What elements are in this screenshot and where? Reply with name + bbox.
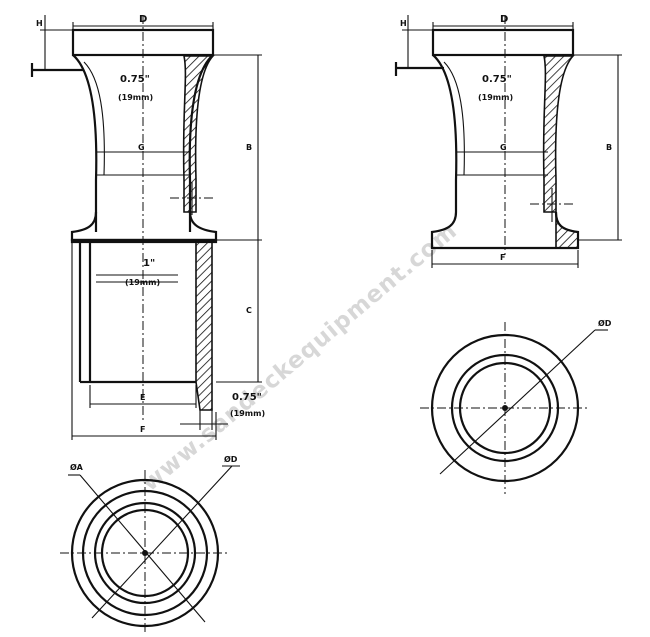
label-dia-D-right: ØD — [598, 318, 612, 328]
label-B-right: B — [606, 143, 612, 152]
label-thick-top-left: 0.75" — [120, 74, 150, 85]
left-body-outline — [72, 54, 98, 232]
label-D-right: D — [500, 14, 508, 25]
label-thick-top-mm-left: (19mm) — [118, 93, 153, 102]
left-lower-tube — [70, 238, 218, 244]
label-thick-top-right: 0.75" — [482, 74, 512, 85]
right-wall-section — [542, 55, 575, 213]
label-dia-A-left: ØA — [70, 462, 84, 472]
watermark-text: www.sandeckequipment.com — [137, 218, 462, 497]
label-H-left: H — [36, 19, 43, 28]
label-thick-top-mm-right: (19mm) — [478, 93, 513, 102]
left-plan-view: ØA ØD — [60, 454, 240, 635]
label-thick-mid-mm-left: (19mm) — [125, 278, 160, 287]
label-thick-mid-left: 1" — [143, 258, 155, 269]
right-body-outline — [432, 54, 458, 212]
right-elevation-view: D H 0.75" (19mm) G B F — [394, 14, 622, 268]
left-wall-section — [182, 55, 215, 213]
label-dia-D-left: ØD — [224, 454, 238, 464]
label-thick-bottom-left: 0.75" — [232, 392, 262, 403]
left-elevation-view: D H 0.75" (19mm) G B 1" (19mm) C E 0.75"… — [30, 14, 265, 440]
label-F-right: F — [500, 253, 505, 262]
label-C-left: C — [246, 306, 252, 315]
label-E-left: E — [140, 393, 145, 402]
label-thick-bottom-mm-left: (19mm) — [230, 409, 265, 418]
right-top-cap — [431, 28, 575, 57]
right-plan-view: ØD — [420, 318, 612, 494]
label-D-left: D — [139, 14, 147, 25]
label-F-left: F — [140, 425, 145, 434]
label-G-right: G — [500, 143, 507, 152]
label-B-left: B — [246, 143, 252, 152]
label-H-right: H — [400, 19, 407, 28]
label-G-left: G — [138, 143, 145, 152]
